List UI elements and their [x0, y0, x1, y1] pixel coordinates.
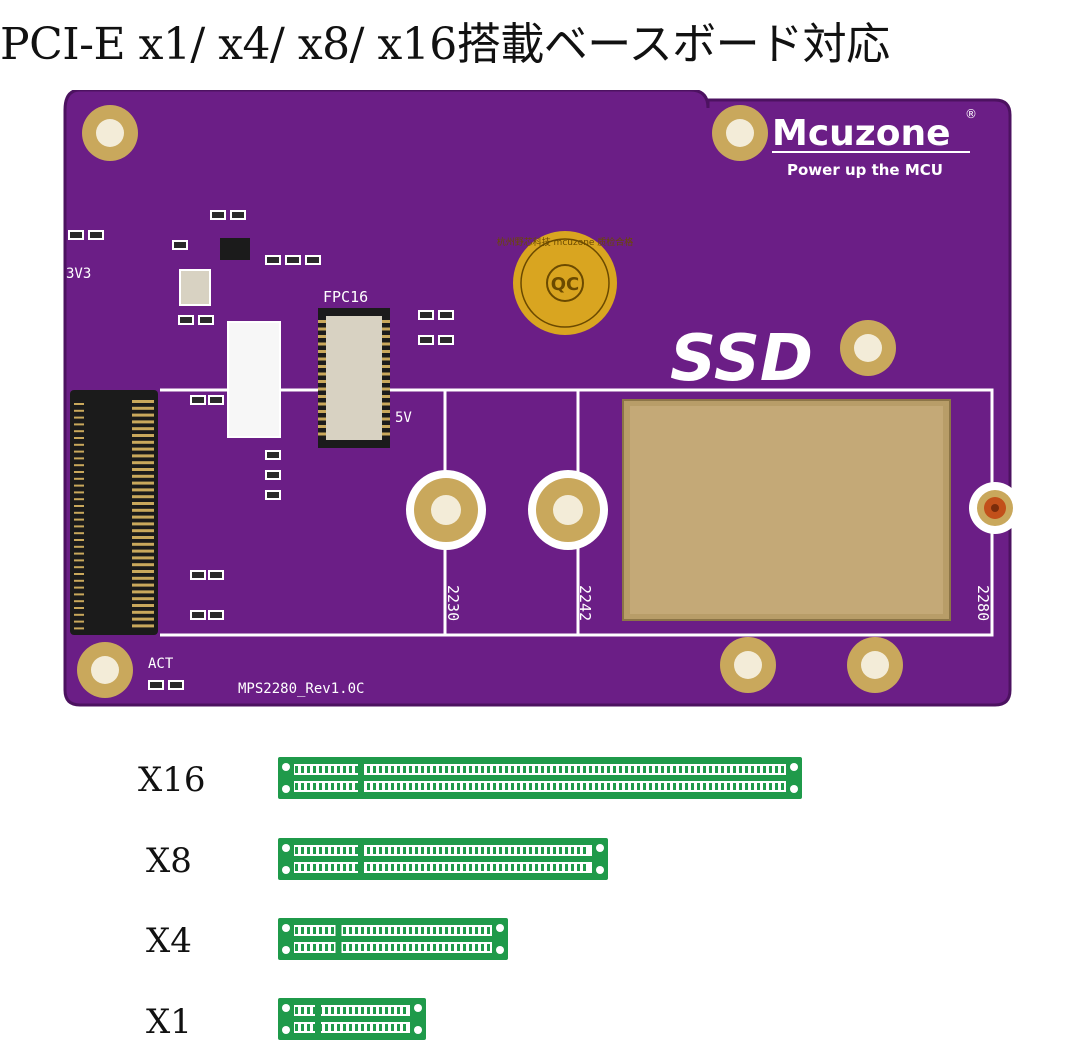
length-mark-2280: 2280: [974, 585, 992, 621]
slot-label-x8: X8: [146, 841, 192, 881]
pcie-slot-x1: [278, 998, 426, 1040]
fpc-connector: [318, 308, 390, 448]
length-mark-2230: 2230: [444, 585, 462, 621]
qc-sticker: QC 杭州野芯科技 mcuzone 质检合格: [497, 231, 634, 335]
silk-5v: 5V: [395, 410, 412, 426]
slot-label-x4: X4: [146, 921, 192, 961]
ssd-label: SSD: [670, 322, 813, 396]
standoff-2230: [406, 470, 486, 550]
board-model: MPS2280_Rev1.0C: [238, 681, 364, 697]
length-mark-2242: 2242: [576, 585, 594, 621]
silk-act: ACT: [148, 656, 174, 672]
pcie-slot-x8: [278, 838, 608, 880]
mounting-hole: [840, 320, 896, 376]
slot-label-x1: X1: [146, 1002, 192, 1042]
pcie-slot-x4: [278, 918, 508, 960]
copper-pad-area: [622, 399, 951, 621]
m2-connector: [70, 390, 158, 635]
pcie-slot-illustrations: [278, 757, 802, 1040]
silk-3v3: 3V3: [66, 266, 91, 282]
qc-sticker-ring-text: 杭州野芯科技 mcuzone 质检合格: [497, 236, 634, 248]
qc-sticker-center: QC: [551, 274, 580, 295]
brand-logo: Mcuzone: [772, 113, 951, 154]
mounting-hole: [712, 105, 768, 161]
standoff-2280-screw: [969, 482, 1020, 534]
pcie-slot-x16: [278, 757, 802, 799]
silk-fpc16: FPC16: [323, 288, 368, 306]
smd-components: [68, 210, 454, 690]
board-cutout: [227, 321, 281, 438]
ssd-adapter-board: Mcuzone ® Power up the MCU QC 杭州野芯科技 mcu…: [63, 90, 1020, 707]
standoff-2242: [528, 470, 608, 550]
mounting-hole: [82, 105, 138, 161]
headline: PCI-E x1/ x4/ x8/ x16搭載ベースボード対応: [0, 19, 890, 70]
mounting-hole: [77, 642, 133, 698]
brand-tagline: Power up the MCU: [787, 161, 943, 179]
mounting-hole: [720, 637, 776, 693]
slot-label-x16: X16: [138, 760, 206, 800]
brand-registered-mark: ®: [965, 107, 977, 121]
mounting-hole: [847, 637, 903, 693]
